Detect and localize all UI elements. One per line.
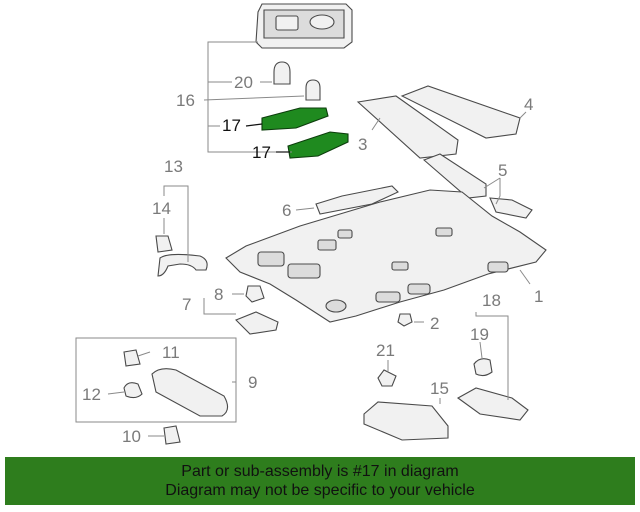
bulb-19-part[interactable] — [473, 358, 493, 377]
parts-diagram: 16 20 17 17 4 3 5 13 14 6 1 8 7 2 18 19 … — [75, 3, 547, 446]
sun-visor-9-part[interactable] — [151, 368, 229, 417]
lamp-18-part[interactable] — [456, 387, 529, 421]
callout-18: 18 — [482, 291, 501, 310]
callout-19: 19 — [470, 325, 489, 344]
handle-cover-14-part[interactable] — [155, 235, 173, 253]
callout-17-lower: 17 — [252, 143, 271, 162]
pad-4-part[interactable] — [400, 85, 521, 139]
callout-5: 5 — [498, 161, 507, 180]
callout-1: 1 — [534, 287, 543, 306]
callout-7: 7 — [182, 295, 191, 314]
holder-10-part[interactable] — [163, 425, 181, 445]
callout-10: 10 — [122, 427, 141, 446]
callout-15: 15 — [430, 379, 449, 398]
map-lamp-15-part[interactable] — [363, 401, 449, 441]
callout-12: 12 — [82, 385, 101, 404]
bracket-7-part[interactable] — [235, 311, 279, 335]
grab-handle-part[interactable] — [157, 253, 208, 277]
callout-4: 4 — [524, 95, 533, 114]
bracket-5b-part[interactable] — [489, 197, 533, 219]
callout-20: 20 — [234, 73, 253, 92]
bulb-21-part[interactable] — [377, 369, 397, 387]
callout-6: 6 — [282, 201, 291, 220]
dome-light-housing-part[interactable] — [255, 3, 353, 49]
leader-lines — [107, 41, 531, 437]
banner-line-2: Diagram may not be specific to your vehi… — [165, 482, 475, 499]
callout-14: 14 — [152, 199, 171, 218]
lens-17-upper-part[interactable] — [261, 107, 329, 131]
info-banner: Part or sub-assembly is #17 in diagram D… — [5, 457, 635, 505]
holder-12-part[interactable] — [123, 382, 143, 399]
clip-2-part[interactable] — [397, 313, 413, 327]
clip-8-part[interactable] — [245, 285, 265, 303]
callout-21: 21 — [376, 341, 395, 360]
callout-3: 3 — [358, 135, 367, 154]
bulb-part[interactable] — [305, 79, 321, 101]
callout-9: 9 — [248, 373, 257, 392]
callout-8: 8 — [214, 285, 223, 304]
trim-6-part[interactable] — [315, 185, 399, 215]
bulb-20-part[interactable] — [273, 61, 291, 85]
callout-2: 2 — [430, 314, 439, 333]
callout-17-upper: 17 — [222, 116, 241, 135]
lens-17-lower-part[interactable] — [287, 131, 349, 159]
callout-13: 13 — [164, 157, 183, 176]
banner-line-1: Part or sub-assembly is #17 in diagram — [181, 463, 459, 480]
clip-11-part[interactable] — [123, 349, 141, 367]
callout-16: 16 — [176, 91, 195, 110]
callout-11: 11 — [162, 343, 180, 362]
pad-3-part[interactable] — [356, 95, 459, 159]
sun-visor-group-box — [75, 337, 237, 423]
headliner-part[interactable] — [225, 189, 547, 323]
leader-17-upper — [245, 123, 263, 127]
